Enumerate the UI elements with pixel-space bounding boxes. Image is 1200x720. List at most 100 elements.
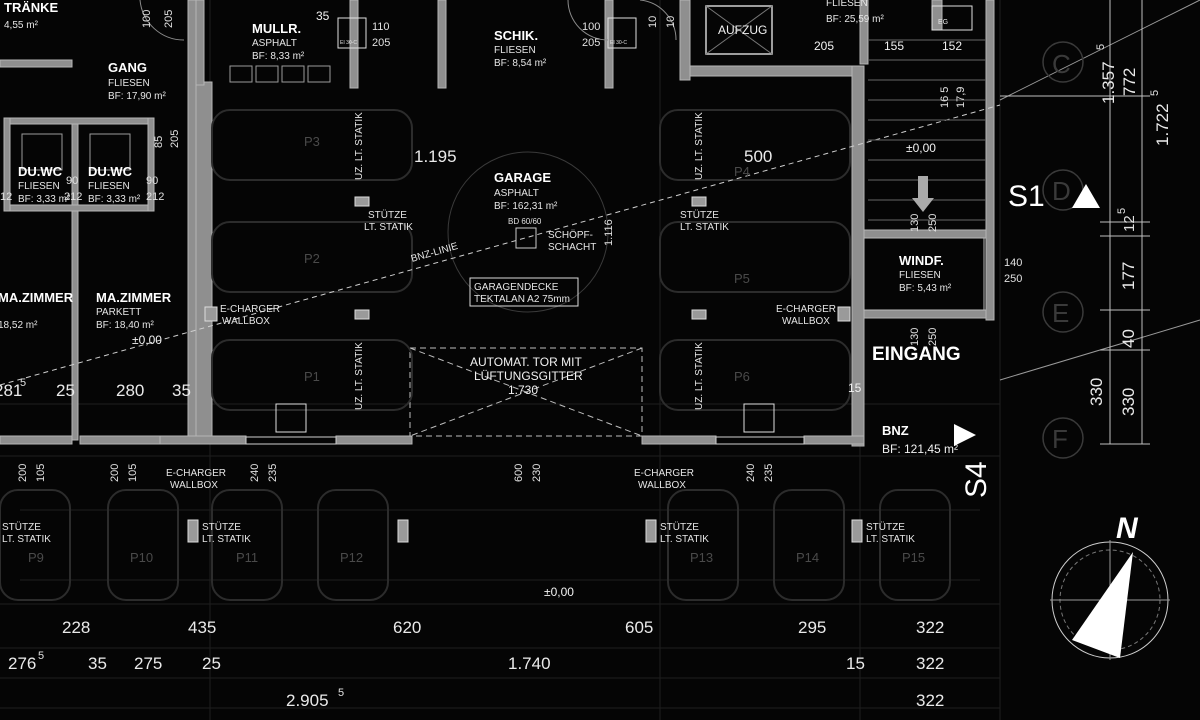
label-bd: BD 60/60 xyxy=(508,217,542,226)
parking-p4: P4 xyxy=(734,164,750,179)
sdim-105b: 105 xyxy=(127,464,139,482)
parking-p10: P10 xyxy=(130,550,153,565)
sdim-10: 10 xyxy=(647,16,659,28)
room-mazimmer2-name: MA.ZIMMER xyxy=(96,290,172,305)
label-stuetze-e-2: LT. STATIK xyxy=(660,534,709,545)
room-traenke-name: TRÄNKE xyxy=(4,0,58,15)
label-schoepf-2: SCHACHT xyxy=(548,242,596,253)
sdim-235: 235 xyxy=(267,464,279,482)
room-mullr-area: BF: 8,33 m² xyxy=(252,51,305,62)
room-mazimmer2-material: PARKETT xyxy=(96,307,141,318)
room-top-right-material: FLIESEN xyxy=(826,0,868,9)
parking-p12: P12 xyxy=(340,550,363,565)
sdim-10b: 10 xyxy=(665,16,677,28)
dim-620: 620 xyxy=(393,618,421,637)
label-stuetze-c-1: STÜTZE xyxy=(2,521,41,533)
level-1: ±0,00 xyxy=(906,141,936,155)
room-schik-name: SCHIK. xyxy=(494,28,538,43)
dim-276: 276 xyxy=(8,654,36,673)
dim-322b: 322 xyxy=(916,654,944,673)
dim-35a: 35 xyxy=(172,381,191,400)
parking-p5: P5 xyxy=(734,271,750,286)
stairs xyxy=(868,39,986,221)
sdim-205c: 205 xyxy=(582,37,600,49)
sdim-205b: 205 xyxy=(372,37,390,49)
dim-281-sup: 5 xyxy=(20,377,26,389)
sdim-165: 16 5 xyxy=(939,87,951,108)
parking-p9: P9 xyxy=(28,550,44,565)
label-tor-1: AUTOMAT. TOR MIT xyxy=(470,355,582,369)
fixtures xyxy=(21,65,331,171)
sdim-105: 105 xyxy=(35,464,47,482)
dim-1357-sup: 5 xyxy=(1095,44,1107,50)
dim-1195: 1.195 xyxy=(414,147,457,166)
room-gang-area: BF: 17,90 m² xyxy=(108,91,166,102)
garagendecke-box xyxy=(469,277,579,307)
label-echarger-bottom2-2: WALLBOX xyxy=(638,480,686,491)
sdim-85: 85 xyxy=(153,136,165,148)
dim-228: 228 xyxy=(62,618,90,637)
sdim-200: 200 xyxy=(17,464,29,482)
label-uz-statik-2: UZ. LT. STATIK xyxy=(354,342,365,410)
sdim-100: 100 xyxy=(141,10,153,28)
dim-330b: 330 xyxy=(1119,388,1138,416)
dim-295: 295 xyxy=(798,618,826,637)
door-code-eg: EG xyxy=(938,19,948,26)
door-code-2: EI 30-C xyxy=(610,40,627,46)
label-echarger-bottom2-1: E-CHARGER xyxy=(634,468,694,479)
grid-axis-f: F xyxy=(1052,424,1068,454)
door-swings xyxy=(139,0,677,41)
label-tor-3: 1.730 xyxy=(508,383,538,397)
dim-322a: 322 xyxy=(916,618,944,637)
room-garage-name: GARAGE xyxy=(494,170,551,185)
dim-605: 605 xyxy=(625,618,653,637)
room-schik-area: BF: 8,54 m² xyxy=(494,58,547,69)
sdim-600: 600 xyxy=(513,464,525,482)
section-s1-label: S1 xyxy=(1008,180,1045,213)
background-lines xyxy=(0,0,1001,720)
door-symbols xyxy=(275,5,973,433)
label-eingang: EINGANG xyxy=(872,344,961,365)
room-duwc1-area: BF: 3,33 m² xyxy=(18,194,71,205)
entry-arrow xyxy=(918,176,928,198)
sdim-205: 205 xyxy=(163,10,175,28)
north-label: N xyxy=(1116,512,1139,545)
room-gang-material: FLIESEN xyxy=(108,78,150,89)
dim-177: 177 xyxy=(1119,262,1138,290)
dim-12-sup: 5 xyxy=(1116,208,1128,214)
dim-25b: 25 xyxy=(202,654,221,673)
sdim-230: 230 xyxy=(531,464,543,482)
elevator-cross-2 xyxy=(705,5,773,55)
room-top-right-area: BF: 25,59 m² xyxy=(826,14,884,25)
grid-axis-d: D xyxy=(1052,176,1071,206)
dim-322c: 322 xyxy=(916,691,944,710)
dim-330a: 330 xyxy=(1087,378,1106,406)
parking-p13: P13 xyxy=(690,550,713,565)
dim-1722-sup: 5 xyxy=(1149,90,1161,96)
dim-2905: 2.905 xyxy=(286,691,329,710)
dim-281: 281 xyxy=(0,381,22,400)
dim-12: 12 xyxy=(1121,215,1138,232)
room-windf-area: BF: 5,43 m² xyxy=(899,283,952,294)
sdim-35: 35 xyxy=(316,9,330,23)
parking-p6: P6 xyxy=(734,369,750,384)
label-stuetze-f-2: LT. STATIK xyxy=(866,534,915,545)
label-garagendecke-2: TEKTALAN A2 75mm xyxy=(474,294,570,305)
garage-door xyxy=(409,347,643,437)
schoepfschacht-box xyxy=(515,227,537,249)
label-echarger-right-1: E-CHARGER xyxy=(776,304,836,315)
parking-p15: P15 xyxy=(902,550,925,565)
room-duwc2-material: FLIESEN xyxy=(88,181,130,192)
parking-p1: P1 xyxy=(304,369,320,384)
grid-axis-e: E xyxy=(1052,298,1069,328)
dim-15b: 15 xyxy=(846,654,865,673)
level-3: ±0,00 xyxy=(544,585,574,599)
label-stuetze-b-2: LT. STATIK xyxy=(680,222,729,233)
dim-1740: 1.740 xyxy=(508,654,551,673)
room-mazimmer2-area: BF: 18,40 m² xyxy=(96,320,154,331)
room-windf-material: FLIESEN xyxy=(899,270,941,281)
sdim-100b: 100 xyxy=(582,21,600,33)
label-stuetze-d-1: STÜTZE xyxy=(202,521,241,533)
label-uz-statik-1: UZ. LT. STATIK xyxy=(354,112,365,180)
dim-275: 275 xyxy=(134,654,162,673)
